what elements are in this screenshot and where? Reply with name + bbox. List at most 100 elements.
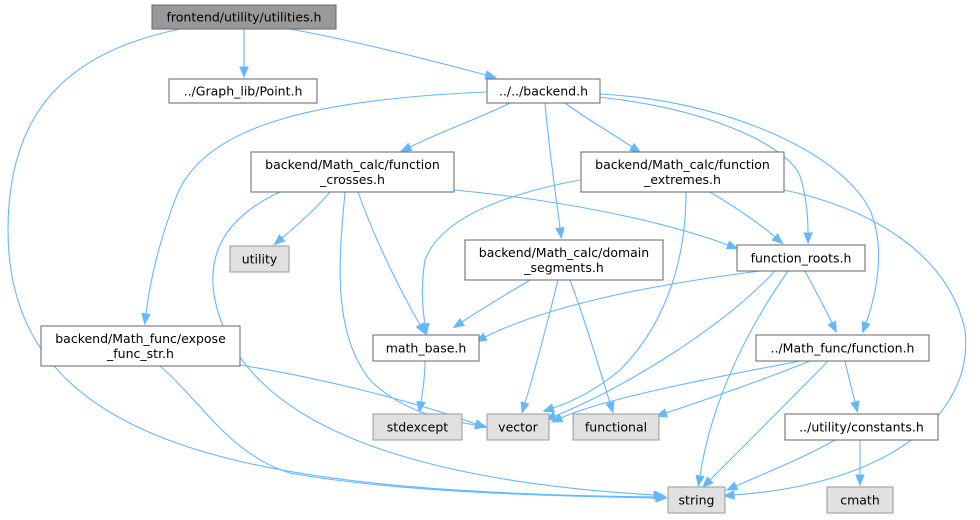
node-constants[interactable]: ../utility/constants.h	[784, 413, 939, 441]
node-crosses[interactable]: backend/Math_calc/function_crosses.h	[250, 151, 455, 193]
node-label: string	[679, 493, 715, 508]
edge-crosses-to-roots	[453, 189, 739, 250]
node-mathbase[interactable]: math_base.h	[372, 334, 480, 362]
edge-backend-to-domain	[544, 102, 565, 240]
edge-function-to-vector	[550, 360, 801, 423]
edge-domain-to-mathbase	[452, 279, 531, 329]
node-extremes[interactable]: backend/Math_calc/function_extremes.h	[580, 151, 785, 193]
node-label: ../../backend.h	[499, 84, 588, 99]
node-box	[372, 334, 480, 362]
arrowhead-icon	[399, 142, 413, 152]
edge-mathbase-to-stdexcept	[416, 360, 426, 414]
node-label: function_roots.h	[751, 251, 852, 266]
arrowhead-icon	[855, 474, 865, 487]
edge-line	[357, 191, 421, 326]
node-utility[interactable]: utility	[229, 245, 290, 273]
node-box	[572, 413, 660, 441]
arrowhead-icon	[416, 400, 426, 414]
edge-domain-to-vector	[520, 279, 559, 414]
edge-line	[844, 360, 856, 403]
node-vector[interactable]: vector	[486, 413, 550, 441]
edge-line	[544, 102, 561, 229]
node-box	[250, 151, 455, 193]
node-utilities[interactable]: frontend/utility/utilities.h	[151, 4, 337, 30]
arrowhead-icon	[655, 493, 668, 503]
edge-domain-to-functional	[569, 279, 615, 414]
node-point[interactable]: ../Graph_lib/Point.h	[168, 78, 318, 104]
node-box	[464, 239, 664, 281]
edge-backend-to-expose	[141, 91, 487, 326]
edge-utilities-to-backend	[289, 28, 497, 80]
arrowhead-icon	[605, 401, 615, 414]
node-box	[229, 245, 290, 273]
arrowhead-icon	[452, 317, 466, 329]
arrowhead-icon	[725, 481, 739, 491]
node-layer: frontend/utility/utilities.h ../Graph_lib…	[40, 4, 939, 514]
edge-line	[461, 279, 531, 323]
edge-roots-to-mathbase	[474, 270, 761, 342]
node-label: functional	[585, 420, 647, 435]
edge-line	[289, 28, 487, 76]
node-functional[interactable]: functional	[572, 413, 660, 441]
node-box	[168, 78, 318, 104]
edge-line	[524, 279, 559, 404]
edge-line	[569, 279, 611, 404]
edge-line	[709, 191, 776, 238]
edge-extremes-to-vector	[542, 191, 687, 413]
edge-line	[597, 96, 809, 234]
edge-function-to-string	[701, 360, 829, 489]
edge-backend-to-extremes	[564, 102, 642, 154]
node-label: vector	[498, 420, 539, 435]
node-label: ../utility/constants.h	[799, 420, 924, 435]
arrowhead-icon	[141, 312, 151, 326]
arrowhead-icon	[695, 474, 705, 488]
node-cmath[interactable]: cmath	[826, 486, 894, 514]
node-roots[interactable]: function_roots.h	[736, 244, 866, 272]
node-backend[interactable]: ../../backend.h	[486, 78, 601, 104]
edge-line	[281, 191, 331, 239]
edge-line	[560, 360, 801, 419]
node-string[interactable]: string	[667, 486, 726, 514]
edge-crosses-to-utility	[273, 191, 331, 246]
node-domain[interactable]: backend/Math_calc/domain_segments.h	[464, 239, 664, 281]
node-label: frontend/utility/utilities.h	[167, 10, 322, 25]
edge-roots-to-vector	[544, 270, 776, 421]
arrowhead-icon	[722, 490, 735, 500]
edge-line	[145, 91, 487, 315]
edge-crosses-to-vector	[339, 191, 488, 430]
edge-line	[421, 179, 581, 325]
node-box	[736, 244, 866, 272]
edge-crosses-to-mathbase	[357, 191, 426, 335]
edge-extremes-to-string	[722, 189, 967, 500]
arrowhead-icon	[827, 320, 837, 334]
edge-constants-to-string	[725, 439, 836, 491]
node-label: _func_str.h	[106, 346, 174, 361]
node-box	[667, 486, 726, 514]
arrowhead-icon	[701, 476, 714, 489]
node-box	[40, 325, 241, 367]
arrowhead-icon	[520, 401, 530, 414]
node-box	[580, 151, 785, 193]
node-label: utility	[242, 252, 278, 267]
arrowhead-icon	[420, 322, 430, 336]
edge-line	[599, 93, 880, 324]
arrowhead-icon	[555, 226, 565, 240]
edge-line	[212, 191, 655, 496]
edge-line	[409, 102, 511, 148]
edge-backend-to-crosses	[399, 102, 511, 152]
edge-line	[554, 270, 776, 417]
edge-line	[7, 28, 657, 498]
arrowhead-icon	[771, 233, 784, 245]
edge-line	[735, 439, 836, 487]
node-function[interactable]: ../Math_func/function.h	[755, 334, 930, 362]
edge-line	[159, 365, 657, 499]
edge-line	[709, 360, 829, 481]
edge-line	[665, 360, 811, 414]
node-box	[784, 413, 939, 441]
node-stdexcept[interactable]: stdexcept	[372, 413, 463, 441]
edge-backend-to-roots	[597, 96, 813, 245]
arrowhead-icon	[861, 320, 871, 334]
node-expose[interactable]: backend/Math_func/expose_func_str.h	[40, 325, 241, 367]
